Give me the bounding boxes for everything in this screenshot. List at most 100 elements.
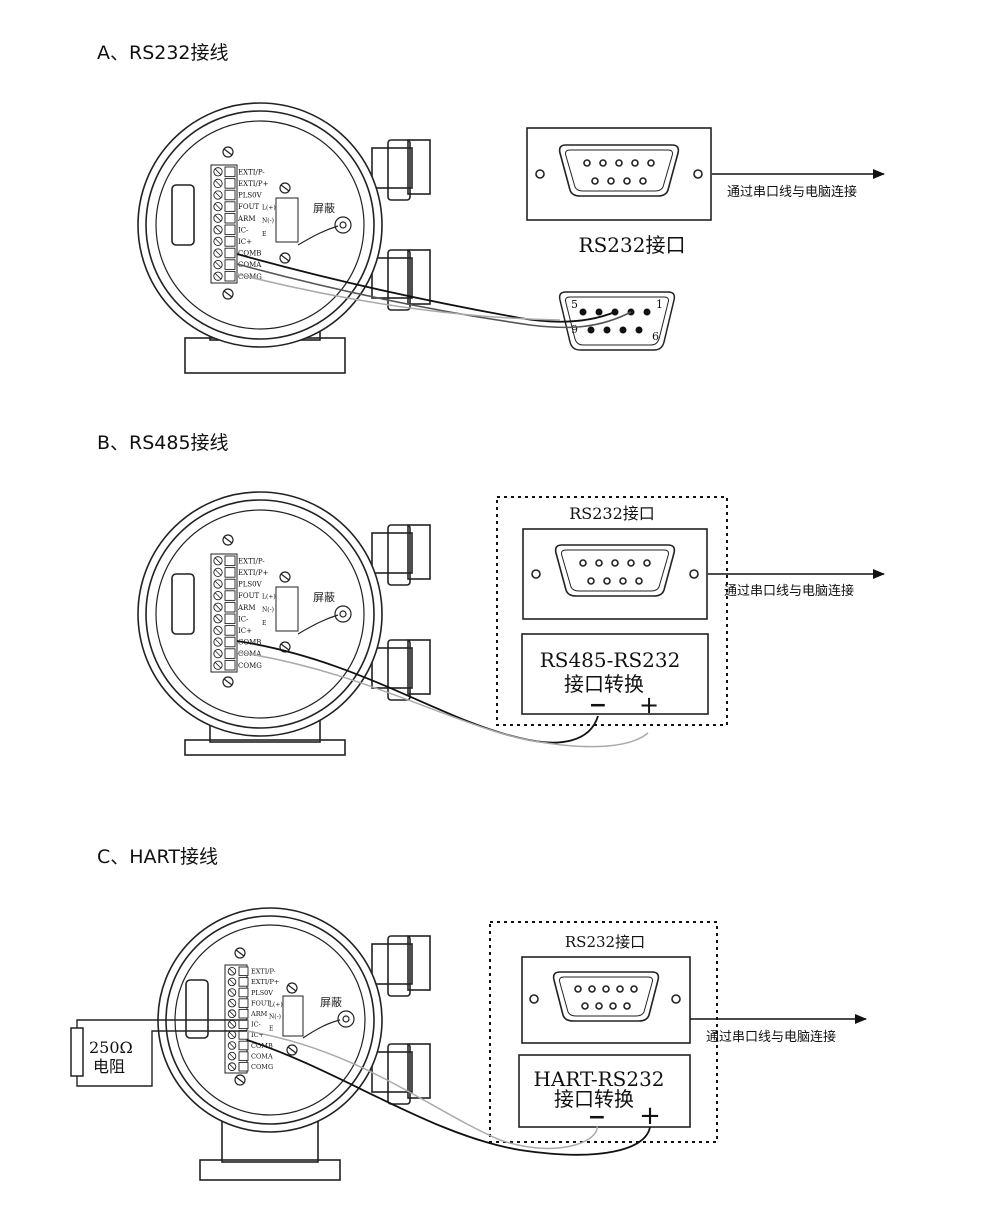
converter-dashed-box-c — [489, 921, 718, 1143]
rs232-port-b — [522, 528, 708, 620]
terminal-label: COMA — [238, 261, 262, 269]
terminal-slot — [224, 659, 236, 671]
terminal-label: EXTI/P+ — [238, 569, 269, 577]
terminal-slot — [238, 977, 249, 987]
small-terminal-block-b — [275, 586, 299, 632]
rs485-converter-box — [521, 633, 709, 715]
db9-pin-1: 1 — [656, 298, 663, 311]
db9-pin-9: 9 — [571, 323, 578, 336]
terminal-slot — [224, 590, 236, 601]
terminal-label: PLS0V — [251, 989, 273, 997]
db9-pin-5: 5 — [571, 298, 578, 311]
resistor-c — [70, 1019, 247, 1087]
terminal-slot — [224, 224, 236, 236]
terminal-label: COMG — [251, 1063, 273, 1071]
terminal-slot — [224, 567, 236, 578]
terminal-label: PLS0V — [238, 581, 263, 589]
terminal-slot — [224, 601, 236, 613]
small-terminal-label: E — [269, 1025, 273, 1032]
plus-terminal-b: + — [639, 691, 659, 719]
terminal-slot — [224, 212, 236, 224]
terminal-label: ARM — [237, 604, 256, 612]
terminal-label: IC+ — [251, 1031, 264, 1039]
terminal-label: FOUT — [238, 203, 259, 211]
small-terminal-label: L(+) — [262, 593, 276, 600]
terminal-label: COMB — [238, 250, 261, 258]
screws-b — [222, 534, 352, 688]
minus-terminal-b: − — [589, 693, 607, 718]
db9-female-a — [558, 291, 676, 351]
shield-label-a: 屏蔽 — [313, 202, 335, 215]
terminal-slot — [238, 966, 249, 977]
shield-label-b: 屏蔽 — [313, 591, 335, 604]
rs232-port-label-c: RS232接口 — [565, 933, 645, 951]
small-terminal-label: L(+) — [262, 204, 276, 211]
section-a-title: A、RS232接线 — [97, 42, 229, 64]
terminal-label: COMG — [238, 662, 262, 670]
terminal-label: IC+ — [238, 238, 252, 246]
plus-terminal-c: + — [639, 1101, 661, 1131]
hart-converter-box — [518, 1054, 691, 1128]
resistor-name: 电阻 — [93, 1057, 125, 1076]
terminal-slot — [224, 270, 236, 282]
terminal-slot — [224, 636, 236, 648]
small-terminal-label: N(-) — [269, 1013, 281, 1020]
small-terminal-label: E — [262, 620, 266, 627]
terminal-slot — [224, 166, 236, 178]
terminal-slot — [224, 555, 236, 567]
terminal-slot — [238, 1030, 249, 1040]
terminal-label: EXTI/P+ — [238, 180, 269, 188]
pc-label-c: 通过串口线与电脑连接 — [706, 1029, 836, 1045]
section-b-diagram: EXTI/P-EXTI/P+PLS0VFOUTARMIC-IC+COMBCOMA… — [137, 491, 885, 756]
terminal-slot — [238, 1061, 249, 1072]
terminal-label: EXTI/P+ — [251, 978, 279, 986]
section-b-title: B、RS485接线 — [97, 432, 229, 454]
terminal-slot — [238, 998, 249, 1008]
transmitter-housing-b — [137, 491, 431, 756]
resistor-value: 250Ω — [89, 1038, 133, 1057]
terminal-label: IC- — [251, 1021, 261, 1029]
terminal-label: PLS0V — [238, 192, 263, 200]
terminal-slot — [224, 236, 236, 247]
terminal-slot — [238, 1008, 249, 1019]
minus-terminal-c: − — [588, 1105, 606, 1130]
rs232-port-label-b: RS232接口 — [569, 504, 655, 523]
terminal-slot — [224, 613, 236, 625]
terminal-label: FOUT — [238, 592, 259, 600]
pc-label-a: 通过串口线与电脑连接 — [727, 184, 857, 200]
pc-label-b: 通过串口线与电脑连接 — [724, 583, 854, 599]
rs232-port-a — [526, 127, 712, 221]
section-c-diagram: EXTI/P-EXTI/P+PLS0VFOUTARMIC-IC+COMBCOMA… — [70, 907, 867, 1181]
terminal-label: ARM — [237, 215, 256, 223]
small-terminal-block-a — [275, 197, 299, 243]
screws-a — [222, 146, 352, 300]
terminal-label: EXTI/P- — [238, 557, 265, 565]
rs232-port-c — [521, 956, 691, 1044]
terminal-label: IC- — [238, 615, 249, 623]
shield-label-c: 屏蔽 — [320, 996, 342, 1009]
terminal-slot — [238, 1040, 249, 1051]
small-terminal-label: E — [262, 231, 266, 238]
terminal-slot — [224, 648, 236, 659]
terminal-label: EXTI/P- — [238, 168, 265, 176]
wires-b — [236, 640, 649, 748]
screws-c — [234, 947, 355, 1086]
converter-subtitle-c: 接口转换 — [554, 1087, 634, 1111]
terminal-slot — [238, 1019, 249, 1030]
terminal-label: EXTI/P- — [251, 968, 276, 976]
section-c-title: C、HART接线 — [97, 846, 218, 868]
converter-dashed-box-b — [496, 496, 728, 726]
terminal-label: ARM — [250, 1010, 268, 1018]
terminal-label: COMA — [251, 1052, 273, 1060]
terminal-slot — [224, 201, 236, 212]
converter-subtitle-b: 接口转换 — [564, 672, 644, 696]
converter-title-c: HART-RS232 — [533, 1067, 664, 1091]
small-terminal-block-c — [282, 995, 304, 1037]
terminal-slot — [224, 578, 236, 590]
terminal-slot — [238, 1051, 249, 1061]
db9-pin-6: 6 — [652, 330, 659, 343]
terminal-slot — [224, 625, 236, 636]
terminal-label: FOUT — [251, 999, 271, 1007]
small-terminal-label: N(-) — [262, 218, 274, 225]
